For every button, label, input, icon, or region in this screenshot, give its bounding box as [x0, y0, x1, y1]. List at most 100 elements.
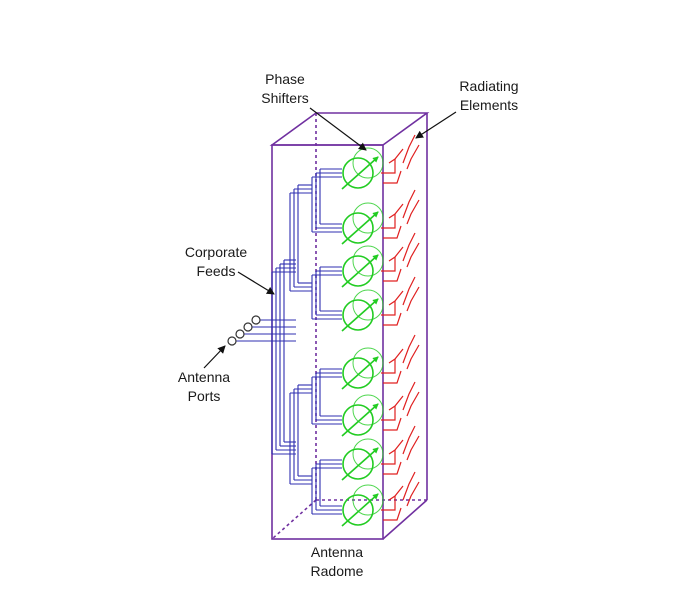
phase-shifter-group	[341, 147, 384, 527]
element-arm	[406, 391, 420, 417]
element-arm	[388, 395, 404, 411]
antenna-ports-label-line2: Ports	[187, 388, 221, 404]
antenna-radome-label-line2: Radome	[310, 563, 364, 579]
phase-shifter-circle	[342, 157, 374, 189]
element-arm	[402, 381, 416, 411]
element-arm	[406, 199, 420, 225]
element-arm	[388, 290, 404, 306]
phase-shifter-arrow	[341, 403, 379, 437]
element-arm	[402, 425, 416, 455]
radiating-elements-arrow	[415, 111, 457, 139]
element-arm	[402, 334, 416, 364]
element-arm	[402, 134, 416, 164]
phase-shifter-arrow	[341, 254, 379, 288]
radiating-elements-label: Radiating Elements	[448, 77, 530, 115]
element-arm	[402, 232, 416, 262]
antenna-port-icon	[235, 329, 245, 339]
antenna-ports-label-line1: Antenna	[177, 369, 231, 385]
element-arm	[406, 286, 420, 312]
radiating-element-icon	[381, 381, 420, 431]
phase-shifter-arrow	[341, 447, 379, 481]
phase-shifter-arrow	[341, 356, 379, 390]
antenna-ports-arrow	[203, 345, 226, 369]
phase-shifter-circle	[342, 448, 374, 480]
radiating-element-group	[381, 134, 420, 521]
element-arm	[388, 246, 404, 262]
element-arm	[406, 144, 420, 170]
phase-shifter-arrow	[341, 211, 379, 245]
phase-shifter-back-circle	[352, 202, 384, 234]
radiating-element-icon	[381, 425, 420, 475]
radiating-element-icon	[381, 276, 420, 326]
element-feedline	[381, 301, 396, 316]
element-arm	[383, 507, 402, 521]
element-arm	[406, 344, 420, 370]
phase-shifter-back-circle	[352, 438, 384, 470]
antenna-ports-label: Antenna Ports	[168, 368, 240, 406]
element-arm	[388, 203, 404, 219]
antenna-radome-label: Antenna Radome	[300, 543, 374, 581]
phase-shifter-back-circle	[352, 394, 384, 426]
radiating-element-icon	[381, 189, 420, 239]
element-arm	[402, 189, 416, 219]
phase-shifters-label: Phase Shifters	[252, 70, 318, 108]
element-feedline	[381, 496, 396, 511]
phase-shifter-icon	[341, 438, 384, 481]
antenna-port-group	[227, 315, 296, 346]
element-arm	[383, 417, 402, 431]
phase-shifters-arrow	[309, 107, 367, 151]
phase-shifter-circle	[342, 357, 374, 389]
radiating-element-icon	[381, 134, 420, 184]
phase-shifter-icon	[341, 245, 384, 288]
radiating-element-icon	[381, 334, 420, 384]
phase-shifter-icon	[341, 347, 384, 390]
corporate-feeds-label-line1: Corporate	[184, 244, 248, 260]
callout-arrows	[203, 107, 457, 369]
phase-shifter-circle	[342, 255, 374, 287]
phase-shifter-icon	[341, 147, 384, 190]
phase-shifter-arrow	[341, 156, 379, 190]
phase-shifters-label-line1: Phase	[265, 71, 305, 87]
phase-shifter-arrow	[341, 298, 379, 332]
element-arm	[402, 471, 416, 501]
radiating-elements-label-line2: Elements	[459, 97, 519, 113]
phase-shifter-icon	[341, 484, 384, 527]
element-arm	[383, 312, 402, 326]
phase-shifter-back-circle	[352, 484, 384, 516]
corporate-feeds-arrow	[237, 271, 275, 295]
phase-shifters-label-line2: Shifters	[261, 90, 309, 106]
phase-shifter-circle	[342, 212, 374, 244]
phase-shifter-back-circle	[352, 347, 384, 379]
phase-shifter-circle	[342, 299, 374, 331]
element-arm	[383, 461, 402, 475]
antenna-radome-label-line1: Antenna	[310, 544, 364, 560]
phase-shifter-back-circle	[352, 245, 384, 277]
element-feedline	[381, 359, 396, 374]
element-arm	[383, 268, 402, 282]
corporate-feeds-label: Corporate Feeds	[176, 243, 256, 281]
phase-shifter-arrow	[341, 493, 379, 527]
element-arm	[388, 348, 404, 364]
element-arm	[406, 435, 420, 461]
element-arm	[383, 225, 402, 239]
radiating-elements-label-line1: Radiating	[459, 78, 519, 94]
phase-shifter-back-circle	[352, 289, 384, 321]
element-feedline	[381, 406, 396, 421]
element-arm	[406, 481, 420, 507]
antenna-port-icon	[251, 315, 261, 325]
element-arm	[388, 148, 404, 164]
phase-shifter-icon	[341, 202, 384, 245]
element-arm	[388, 485, 404, 501]
antenna-radome-box	[269, 112, 430, 540]
radiating-element-icon	[381, 232, 420, 282]
phase-shifter-icon	[341, 394, 384, 437]
element-arm	[402, 276, 416, 306]
element-arm	[388, 439, 404, 455]
phase-shifter-back-circle	[352, 147, 384, 179]
element-feedline	[381, 214, 396, 229]
radiating-element-icon	[381, 471, 420, 521]
element-arm	[406, 242, 420, 268]
element-feedline	[381, 450, 396, 465]
element-arm	[383, 370, 402, 384]
